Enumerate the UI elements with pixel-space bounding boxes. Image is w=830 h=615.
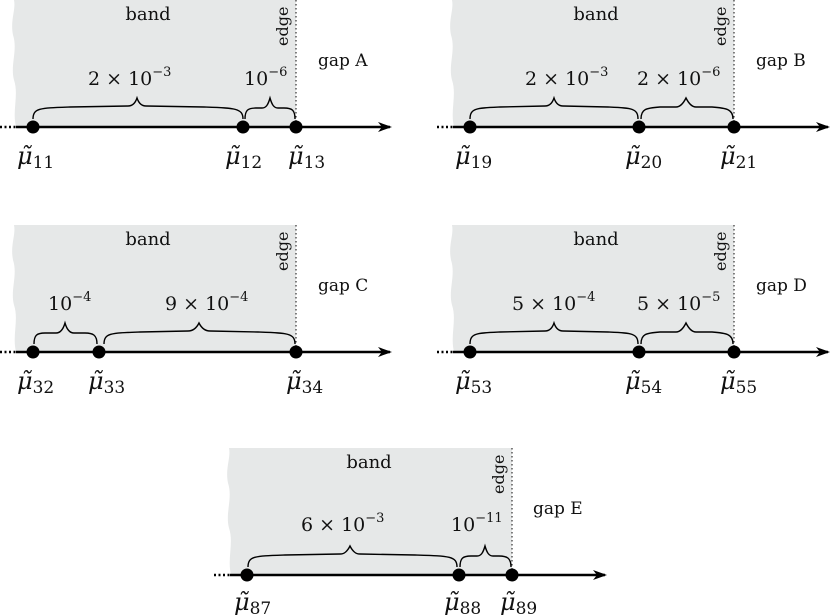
band-region	[450, 225, 734, 352]
band-label: band	[573, 4, 618, 25]
panel-gap-e: band edge gap E 6 × 10−3 10−11 μ̃87 μ̃88…	[214, 448, 607, 615]
gap-label: gap D	[756, 276, 807, 296]
point-label: μ̃88	[444, 588, 481, 615]
panel-gap-c: band edge gap C 10−4 9 × 10−4 μ̃32 μ̃33 …	[0, 225, 392, 398]
panel-gap-d: band edge gap D 5 × 10−4 5 × 10−5 μ̃53 μ…	[437, 225, 830, 398]
eigenvalue-point	[452, 568, 466, 582]
eigenvalue-point	[632, 345, 646, 359]
spacing-label-2: 5 × 10−5	[637, 290, 720, 315]
spacing-label-2: 9 × 10−4	[165, 290, 248, 315]
band-region	[12, 0, 297, 127]
band-region	[227, 448, 513, 575]
edge-label: edge	[489, 455, 508, 494]
brace-2	[244, 95, 296, 120]
eigenvalue-point	[240, 568, 254, 582]
spacing-label-1: 6 × 10−3	[301, 511, 384, 536]
brace-1	[33, 320, 98, 345]
eigenvalue-point	[727, 120, 741, 134]
brace-2	[640, 96, 734, 120]
edge-label: edge	[273, 232, 292, 271]
gap-label: gap C	[318, 276, 368, 296]
band-region	[12, 225, 297, 352]
brace-1	[32, 95, 244, 120]
edge-label: edge	[711, 232, 730, 271]
point-label: μ̃11	[17, 142, 54, 173]
brace-1	[247, 544, 458, 568]
point-label: μ̃34	[286, 367, 323, 398]
brace-2	[459, 543, 512, 568]
brace-2	[640, 321, 734, 345]
point-label: μ̃55	[720, 367, 757, 398]
gap-label: gap B	[756, 51, 806, 71]
spacing-label-1: 2 × 10−3	[88, 65, 171, 90]
edge-label: edge	[273, 7, 292, 46]
brace-2	[103, 321, 296, 345]
point-label: μ̃21	[720, 142, 757, 173]
panel-gap-a: band edge gap A 2 × 10−3 10−6 μ̃11 μ̃12 …	[0, 0, 392, 173]
panel-gap-b: band edge gap B 2 × 10−3 2 × 10−6 μ̃19 μ…	[437, 0, 830, 173]
edge-label: edge	[711, 7, 730, 46]
spacing-label-2: 2 × 10−6	[637, 65, 720, 90]
point-label: μ̃19	[455, 142, 492, 173]
band-label: band	[346, 452, 391, 473]
eigenvalue-point	[463, 120, 477, 134]
brace-1	[469, 95, 639, 120]
spacing-label-1: 5 × 10−4	[512, 290, 595, 315]
gap-label: gap A	[318, 51, 368, 71]
band-label: band	[125, 4, 170, 25]
band-region	[450, 0, 734, 127]
brace-1	[469, 320, 639, 345]
band-label: band	[125, 229, 170, 250]
point-label: μ̃13	[288, 142, 325, 173]
eigenvalue-point	[26, 120, 40, 134]
band-label: band	[573, 229, 618, 250]
point-label: μ̃54	[625, 367, 662, 398]
eigenvalue-point	[236, 120, 250, 134]
eigenvalue-point	[289, 120, 303, 134]
eigenvalue-point	[289, 345, 303, 359]
eigenvalue-point	[505, 568, 519, 582]
eigenvalue-point	[92, 345, 106, 359]
spacing-label-2: 10−11	[451, 511, 503, 536]
gap-label: gap E	[533, 499, 583, 519]
spacing-label-1: 2 × 10−3	[525, 65, 608, 90]
point-label: μ̃20	[625, 142, 662, 173]
spacing-label-2: 10−6	[244, 65, 287, 90]
point-label: μ̃53	[455, 367, 492, 398]
point-label: μ̃87	[234, 588, 271, 615]
point-label: μ̃33	[88, 367, 125, 398]
point-label: μ̃89	[500, 588, 537, 615]
eigenvalue-point	[727, 345, 741, 359]
spacing-label-1: 10−4	[48, 290, 91, 315]
point-label: μ̃32	[17, 367, 54, 398]
eigenvalue-point	[26, 345, 40, 359]
eigenvalue-point	[632, 120, 646, 134]
point-label: μ̃12	[225, 142, 262, 173]
eigenvalue-point	[463, 345, 477, 359]
